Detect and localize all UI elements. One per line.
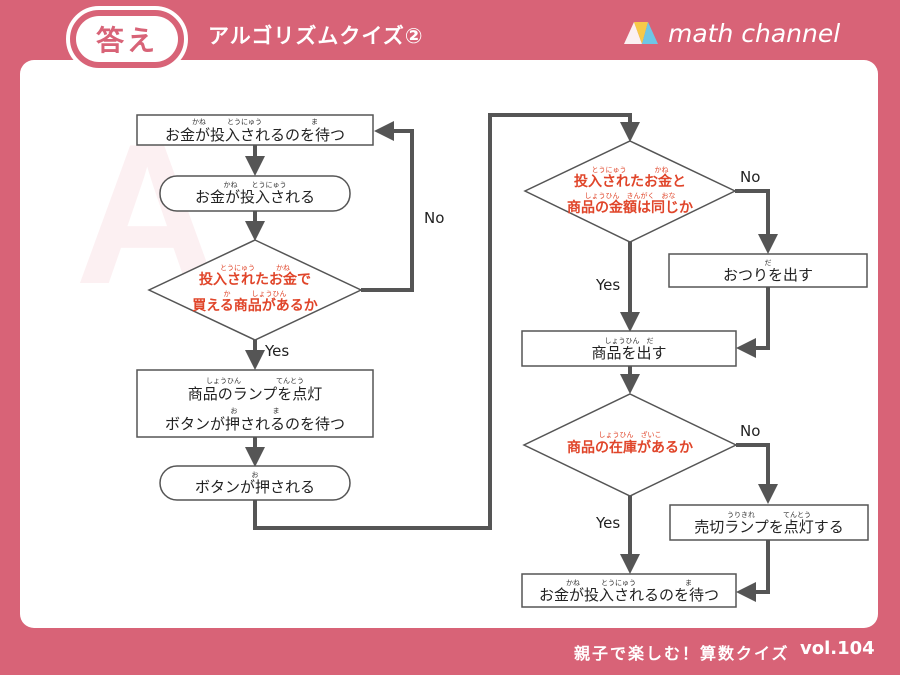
node-give-change-ruby: だ [765,259,772,267]
node-button-pressed: お ボタンが押される [159,465,351,501]
arrow-no-loop [361,121,414,292]
node-lamp-wait-line1: 商品のランプを点灯 [188,385,323,403]
arrow-button-to-right [253,113,640,530]
decision-stock-ruby: しょうひん ざいこ [599,430,662,439]
node-wait-money-end: かね とうにゅう ま お金が投入されるのを待つ [521,573,737,608]
label-yes-buyable: Yes [264,342,289,360]
node-button-pressed-ruby: お [252,471,259,479]
node-money-inserted: かね とうにゅう お金が投入される [159,175,351,212]
node-money-inserted-label: お金が投入される [195,188,315,206]
label-yes-equal: Yes [595,276,620,294]
answer-badge-label: 答え [95,24,158,57]
node-lamp-wait-ruby2: お ま [231,407,280,415]
decision-stock-label: 商品の在庫があるか [567,439,693,456]
decision-equal-ruby2: しょうひん きんがく おな [585,191,676,200]
node-give-change-label: おつりを出す [723,266,813,284]
decision-buyable-ruby2: か しょうひん [224,290,287,298]
brand-name: math channel [668,18,841,48]
node-wait-money: かね とうにゅう ま お金が投入されるのを待つ [136,114,374,146]
label-no-equal: No [740,168,760,186]
connectors [245,113,778,602]
node-dispense-ruby: しょうひん だ [605,337,654,345]
brand: math channel [622,16,840,50]
node-soldout-lamp-ruby: うりきれ てんとう [727,511,811,519]
node-decision-buyable: とうにゅう かね 投入されたお金で か しょうひん 買える商品があるか [147,239,363,341]
label-no-loop: No [424,209,444,227]
node-lamp-wait-line2: ボタンが押されるのを待つ [165,415,345,433]
node-wait-money-end-ruby: かね とうにゅう ま [566,579,692,587]
footer-volume: vol.104 [800,638,875,659]
node-lamp-wait: しょうひん てんとう 商品のランプを点灯 お ま ボタンが押されるのを待つ [136,369,374,438]
node-dispense-label: 商品を出す [591,344,666,362]
node-wait-money-end-label: お金が投入されるのを待つ [539,586,719,604]
label-no-stock: No [740,422,760,440]
node-dispense: しょうひん だ 商品を出す [521,330,737,367]
brand-logo-icon [624,22,658,44]
node-soldout-lamp: うりきれ てんとう 売切ランプを点灯する [669,504,869,541]
decision-buyable-line2: 買える商品があるか [192,297,318,314]
node-button-pressed-label: ボタンが押される [195,478,315,496]
node-decision-stock: しょうひん ざいこ 商品の在庫があるか [522,393,738,497]
node-wait-money-ruby: かね とうにゅう ま [192,118,318,126]
decision-equal-line2: 商品の金額は同じか [567,199,693,216]
decision-equal-ruby1: とうにゅう かね [592,166,669,174]
node-wait-money-label: お金が投入されるのを待つ [165,126,345,144]
arrow-no-change [735,189,778,254]
decision-equal-line1: 投入されたお金と [574,173,686,190]
decision-buyable-line1: 投入されたお金で [199,271,311,288]
node-money-inserted-ruby: かね とうにゅう [224,181,287,189]
quiz-title: アルゴリズムクイズ② [208,24,424,48]
answer-badge-inner: 答え [76,16,178,62]
answer-badge: 答え [66,6,188,72]
arrow-soldout-to-wait [736,540,770,602]
decision-buyable-ruby1: とうにゅう かね [220,264,290,272]
node-decision-equal: とうにゅう かね 投入されたお金と しょうひん きんがく おな 商品の金額は同じ… [523,140,737,243]
node-soldout-lamp-label: 売切ランプを点灯する [694,518,844,536]
node-give-change: だ おつりを出す [668,253,868,288]
label-yes-stock: Yes [595,514,620,532]
footer-tagline: 親子で楽しむ！算数クイズ [574,644,790,663]
arrow-no-soldout [736,443,778,504]
arrow-change-to-dispense [736,287,770,358]
node-lamp-wait-ruby1: しょうひん てんとう [206,377,304,385]
